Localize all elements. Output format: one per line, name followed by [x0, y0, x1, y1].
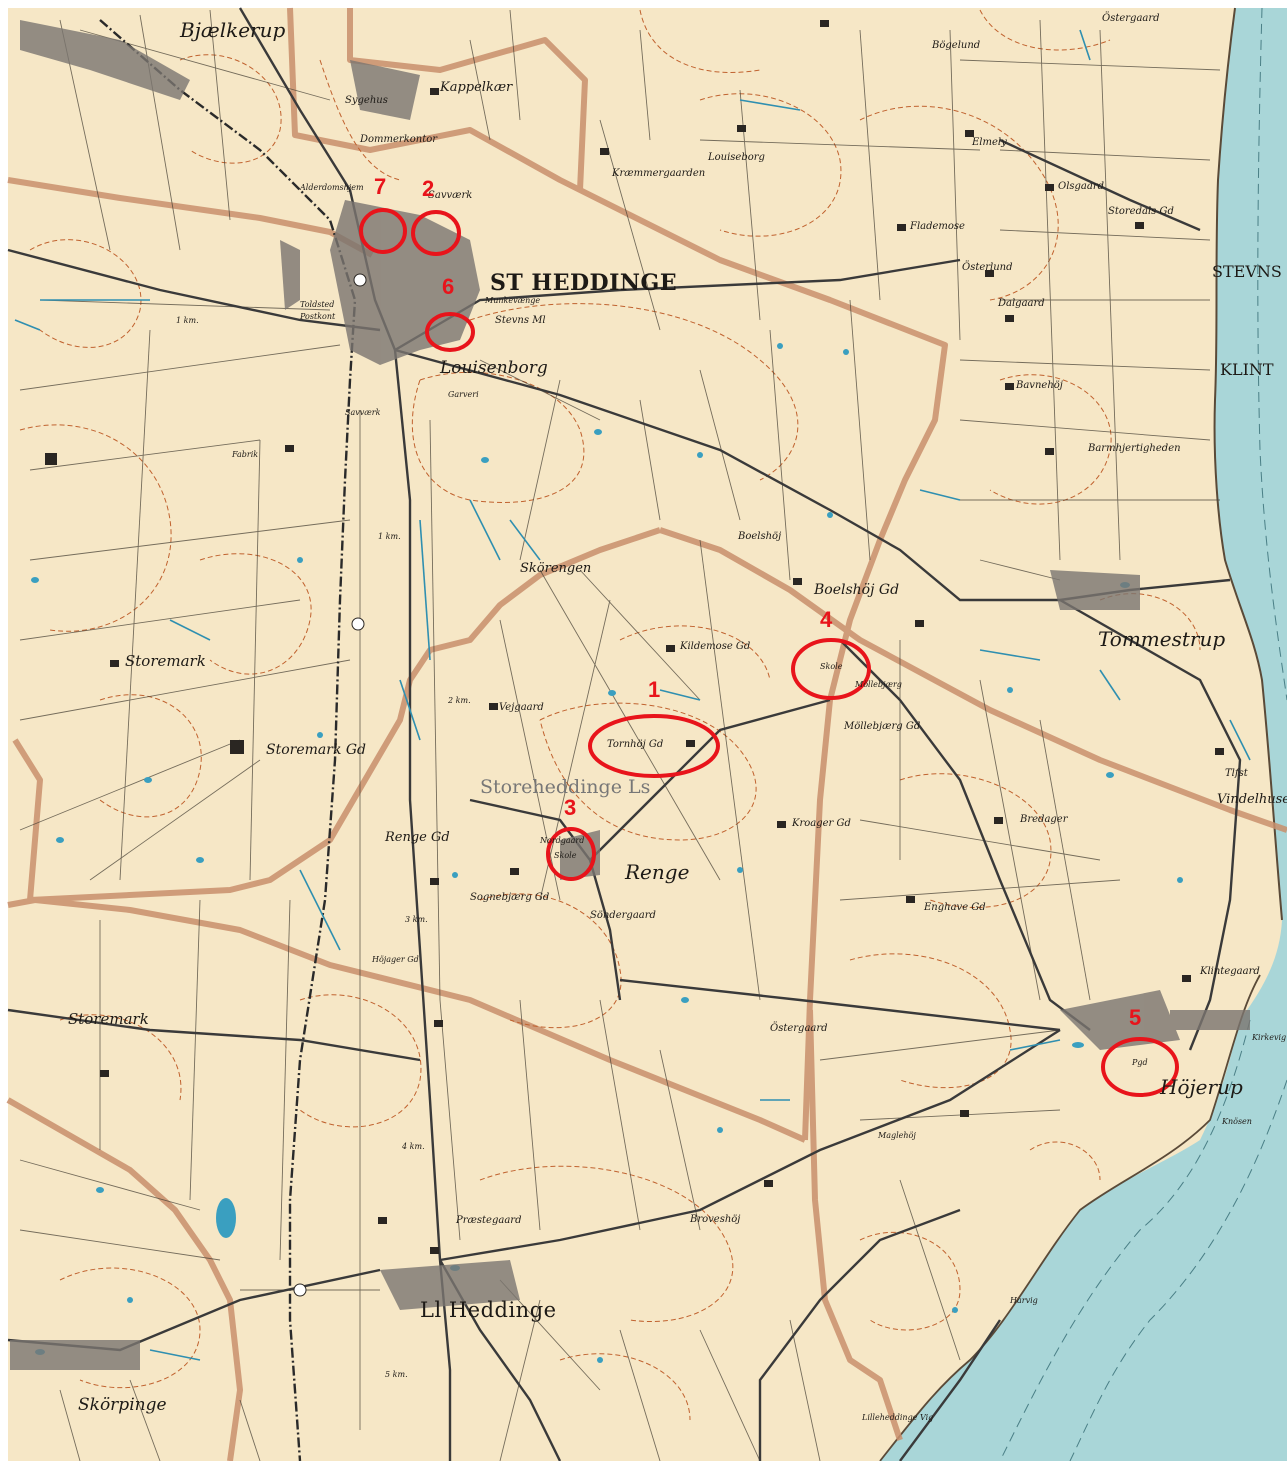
marker-ring-3[interactable]	[546, 827, 596, 881]
marker-ring-4[interactable]	[791, 638, 871, 700]
marker-ring-1[interactable]	[588, 714, 720, 778]
railway	[99, 19, 357, 1461]
coastline-south	[879, 974, 1261, 1461]
marker-ring-2[interactable]	[411, 210, 461, 256]
farm-symbols	[45, 20, 1224, 1254]
highlight-rings	[359, 208, 1179, 1097]
depth-contours	[999, 7, 1287, 1461]
field-boundaries	[19, 9, 1221, 1461]
parish-boundaries	[6, 7, 1287, 1461]
marker-ring-5[interactable]	[1101, 1037, 1179, 1097]
sea-area	[880, 8, 1287, 1461]
built-up-areas	[10, 20, 1250, 1370]
marker-ring-6[interactable]	[425, 312, 475, 352]
marker-ring-7[interactable]	[359, 208, 407, 254]
streams	[14, 29, 1251, 1361]
map-symbols	[293, 273, 367, 1297]
coastline	[1213, 7, 1283, 921]
